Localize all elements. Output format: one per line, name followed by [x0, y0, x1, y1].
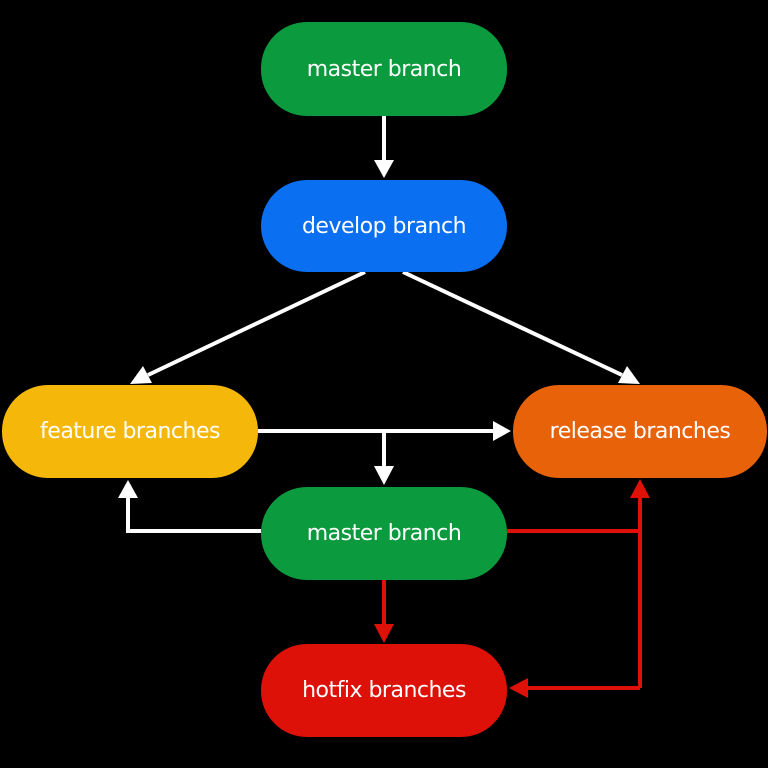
node-release-branches: release branches: [513, 385, 767, 478]
node-hotfix-branches: hotfix branches: [261, 644, 507, 737]
node-master-branch-top: master branch: [261, 22, 507, 116]
node-label: master branch: [306, 56, 462, 82]
arrowhead-icon: [374, 466, 394, 485]
arrowhead-icon: [374, 624, 394, 643]
arrowhead-icon: [509, 678, 528, 698]
node-label: feature branches: [40, 419, 220, 444]
arrowhead-icon: [630, 479, 650, 498]
node-label: develop branch: [301, 213, 467, 239]
node-master-branch-middle: master branch: [261, 487, 507, 580]
node-label: release branches: [549, 419, 731, 444]
node-label: master branch: [306, 521, 462, 546]
node-develop-branch: develop branch: [261, 180, 507, 272]
arrowhead-icon: [118, 480, 138, 498]
edge-master-mid-to-feature: [126, 496, 261, 533]
arrowhead-icon: [130, 366, 152, 384]
node-label: hotfix branches: [302, 678, 466, 703]
arrowhead-icon: [374, 160, 394, 178]
edge-develop-to-feature: [147, 270, 366, 377]
edge-develop-to-release: [402, 270, 623, 377]
arrowhead-icon: [493, 421, 511, 441]
node-feature-branches: feature branches: [2, 385, 258, 478]
arrowhead-icon: [618, 366, 640, 384]
